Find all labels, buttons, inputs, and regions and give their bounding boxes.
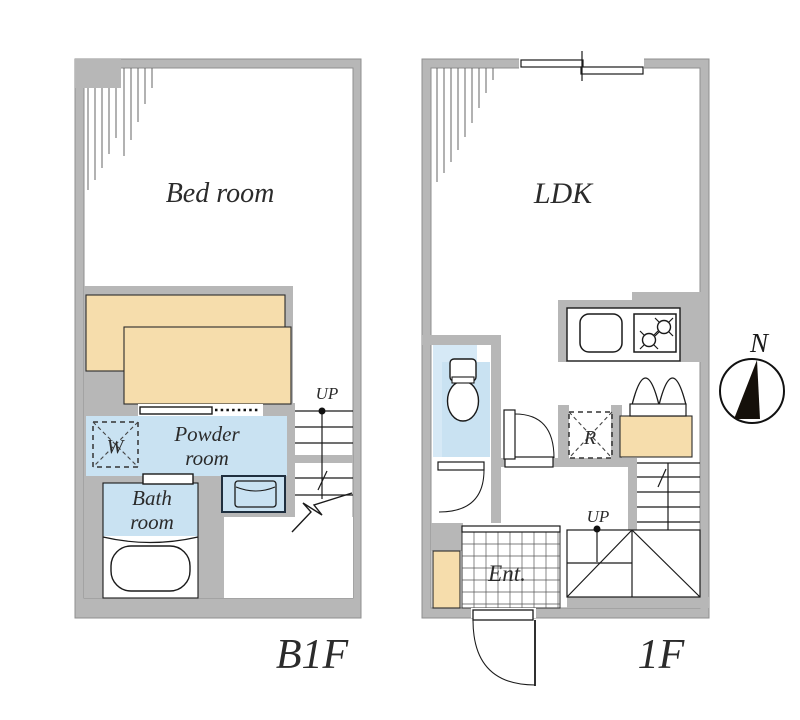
- f1-plan: LDK R UP Ent. 1F: [421, 51, 710, 686]
- washer-label: W: [107, 436, 126, 458]
- up-start-dot: [593, 525, 601, 533]
- fridge-right-stub: [611, 405, 622, 458]
- bath-room-label-2: room: [130, 510, 174, 534]
- refrigerator-label: R: [583, 427, 596, 449]
- b1f-break-line: [291, 492, 353, 533]
- stove-icon: [633, 313, 677, 353]
- b1f-plan: Bed room Powder room W Bath room UP B1F: [74, 58, 362, 678]
- cabinet-counter: [619, 415, 693, 458]
- entry-wall-block: [431, 523, 463, 551]
- window-icon: [519, 51, 644, 81]
- toilet-icon: [446, 358, 480, 422]
- bath-door-opening: [142, 473, 194, 485]
- b1f-stair-wall: [285, 403, 295, 517]
- bedroom-partition-wall: [84, 286, 293, 295]
- b1f-understair-room: [224, 517, 353, 598]
- ldk-label: LDK: [533, 177, 594, 210]
- f1-up-label: UP: [587, 507, 610, 526]
- entrance-door: [471, 608, 536, 686]
- f1-hatching: [436, 68, 494, 182]
- f1-stairs: [566, 462, 701, 598]
- toilet-door: [437, 461, 485, 513]
- kitchen-top-wall: [558, 300, 632, 308]
- refrigerator-box: [568, 411, 613, 459]
- bathtub-icon: [110, 545, 191, 592]
- ldk-hall-door: [503, 409, 555, 468]
- hall-bottom-wall-left: [491, 458, 505, 467]
- vanity-sink-icon: [221, 475, 286, 513]
- compass-needle: [734, 360, 760, 419]
- bath-room-label-1: Bath: [132, 486, 172, 510]
- b1f-stairs: [291, 407, 353, 533]
- entrance-label: Ent.: [487, 561, 526, 586]
- kitchen-left-stub: [558, 300, 567, 362]
- b1f-hatching: [87, 68, 153, 190]
- powder-room-area: [86, 416, 287, 476]
- sink-icon: [579, 313, 623, 353]
- toilet-right-wall: [491, 345, 501, 523]
- compass-icon: N: [719, 328, 785, 424]
- kitchen-right-wall: [680, 308, 701, 362]
- f1-floor-label: 1F: [638, 632, 685, 678]
- hall-bottom-wall: [553, 458, 637, 467]
- bedroom-label: Bed room: [166, 178, 275, 209]
- b1f-corner-wall-block: [75, 59, 121, 88]
- bath-room-area: [102, 473, 199, 599]
- washer-box: [92, 421, 139, 468]
- b1f-up-label: UP: [316, 384, 339, 403]
- f1-bottom-wall-extra: [567, 597, 709, 608]
- b1f-floor-label: B1F: [276, 632, 349, 678]
- fridge-left-stub: [558, 405, 569, 458]
- bed-furniture-lower: [123, 326, 292, 405]
- cabinet-doors-icon: [629, 377, 687, 417]
- kitchen-top-wall-thick: [632, 292, 701, 308]
- up-start-dot: [318, 407, 326, 415]
- shoe-cabinet: [432, 550, 461, 609]
- powder-room-label-2: room: [185, 446, 229, 470]
- north-label: N: [749, 328, 770, 358]
- sliding-door: [138, 404, 263, 416]
- toilet-top-wall: [422, 335, 501, 345]
- powder-room-label-1: Powder: [173, 422, 240, 446]
- entrance-step-edge: [461, 525, 561, 533]
- entrance-tiles: [461, 525, 561, 609]
